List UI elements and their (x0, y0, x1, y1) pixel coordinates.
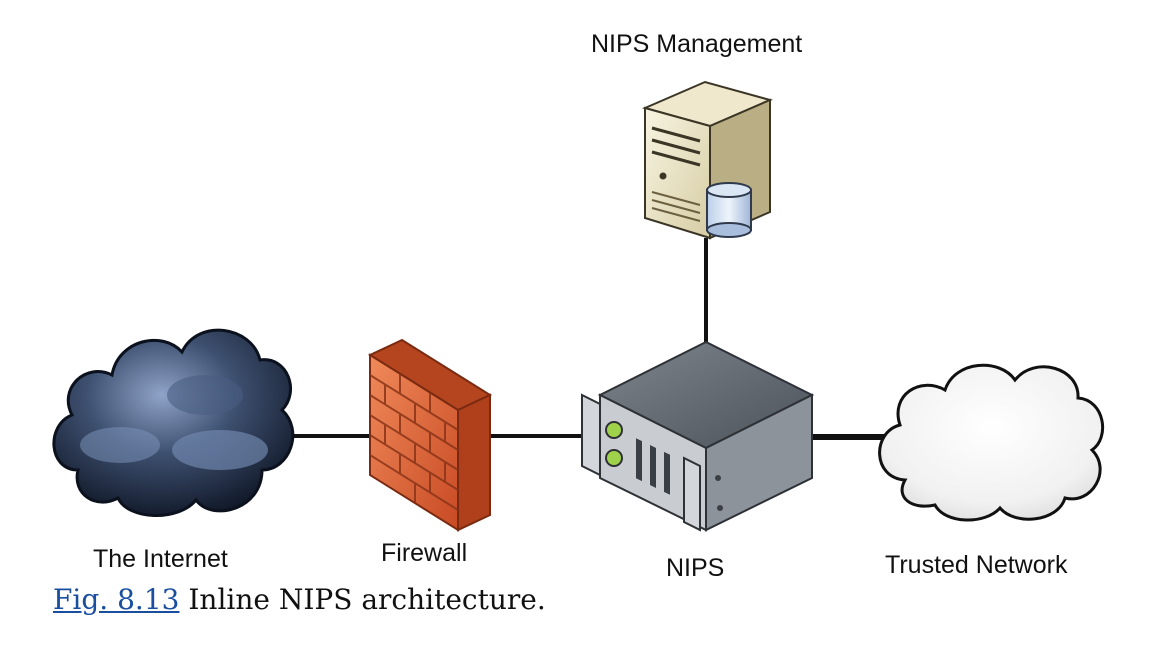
internet-label: The Internet (93, 545, 228, 573)
figure-caption: Fig. 8.13 Inline NIPS architecture. (53, 583, 546, 616)
nips-label: NIPS (666, 554, 725, 582)
figure-link[interactable]: Fig. 8.13 (53, 583, 180, 616)
storm-cloud-icon (52, 328, 295, 517)
white-cloud-icon (878, 363, 1105, 522)
server-database-icon (642, 80, 773, 240)
connection-lines (280, 238, 890, 440)
trusted-network-label: Trusted Network (885, 551, 1068, 579)
caption-text: Inline NIPS architecture. (179, 583, 546, 616)
rack-appliance-icon (581, 340, 815, 532)
firewall-label: Firewall (381, 539, 468, 567)
nips-management-label: NIPS Management (591, 30, 803, 58)
brick-firewall-icon (367, 338, 493, 532)
